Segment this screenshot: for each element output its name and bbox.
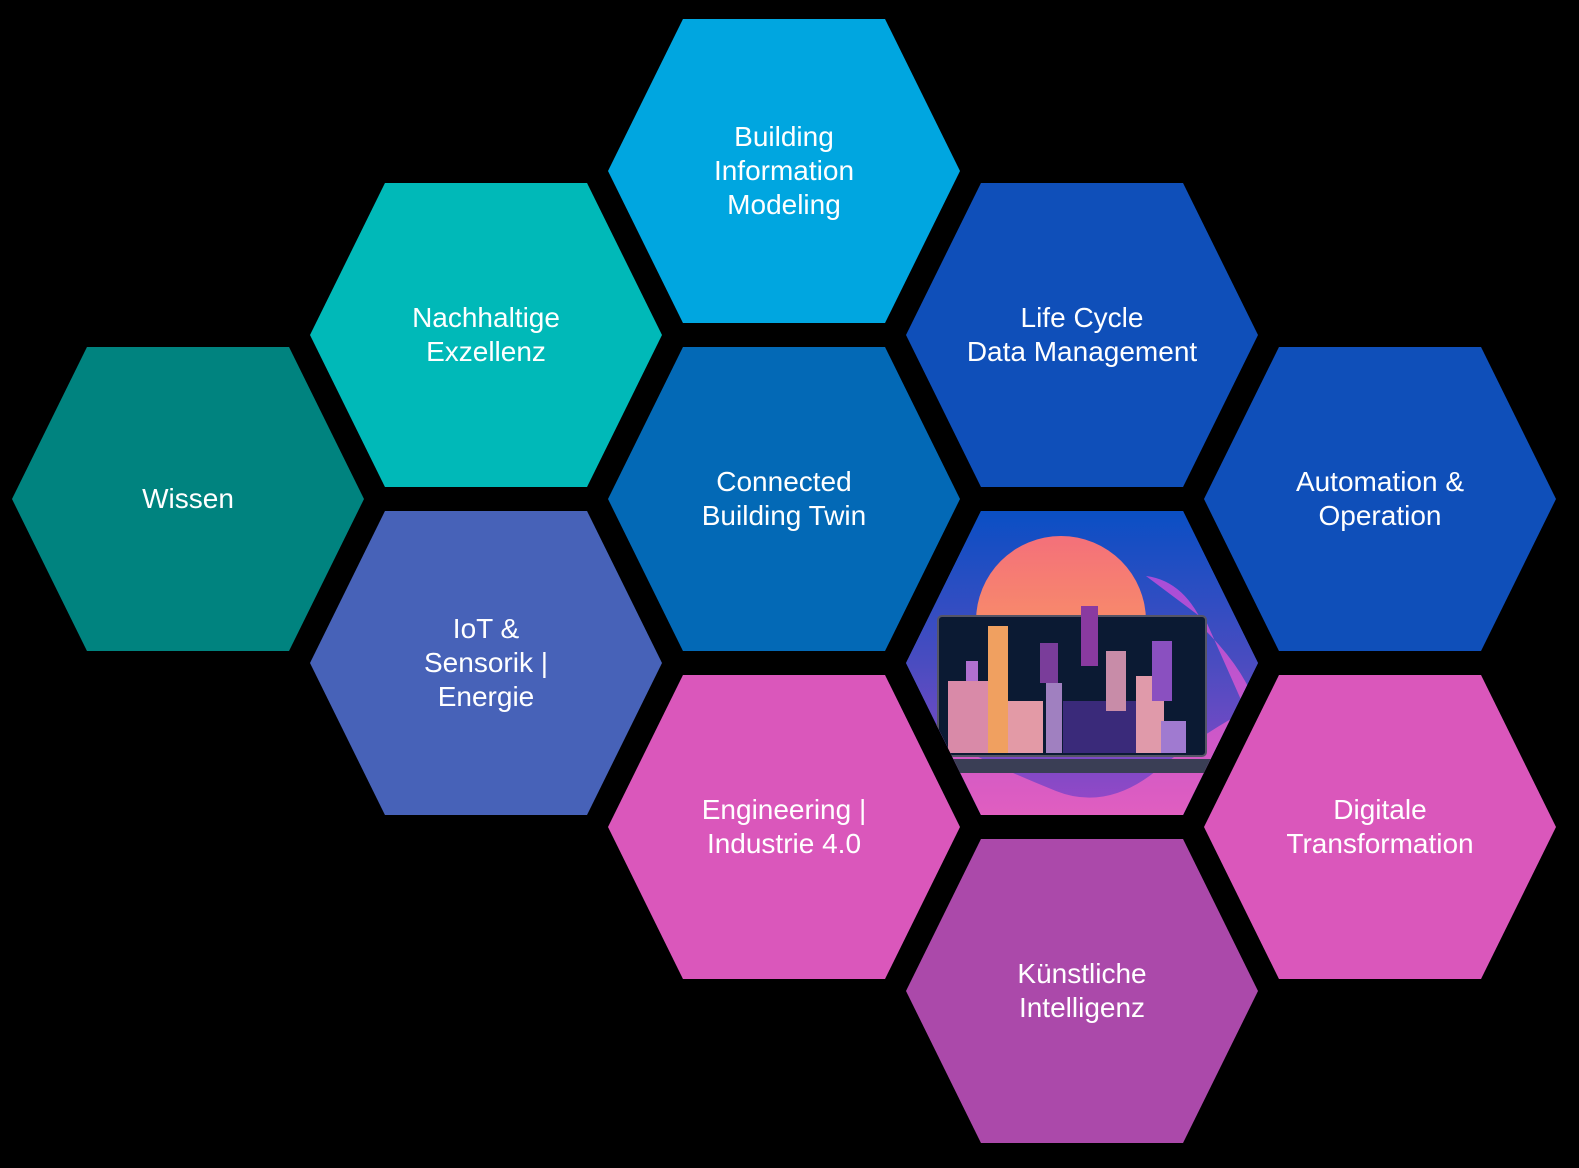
hex-digitale-transformation: Digitale Transformation	[1204, 675, 1556, 979]
hex-label: Engineering | Industrie 4.0	[701, 794, 867, 859]
hex-label: Life Cycle Data Management	[966, 302, 1198, 367]
hex-label: Nachhaltige Exzellenz	[412, 302, 560, 367]
hex-label: Künstliche Intelligenz	[1017, 958, 1147, 1023]
hex-engineering-industrie: Engineering | Industrie 4.0	[608, 675, 960, 979]
hex-city-illustration	[906, 511, 1258, 815]
hex-label: Building Information Modeling	[713, 121, 855, 220]
hex-automation-operation: Automation & Operation	[1204, 347, 1556, 651]
hex-iot-sensorik-energie: IoT & Sensorik | Energie	[310, 511, 662, 815]
buildings	[948, 606, 1186, 753]
hex-label: Automation & Operation	[1295, 466, 1465, 531]
hex-label: Digitale Transformation	[1286, 794, 1474, 859]
hex-label: Connected Building Twin	[701, 466, 867, 531]
city-laptop-illustration	[906, 511, 1258, 815]
hex-wissen: Wissen	[12, 347, 364, 651]
hex-building-information-modeling: Building Information Modeling	[608, 19, 960, 323]
hex-label: IoT & Sensorik | Energie	[424, 613, 548, 712]
hex-nachhaltige-exzellenz: Nachhaltige Exzellenz	[310, 183, 662, 487]
hex-label: Wissen	[142, 483, 234, 514]
hex-life-cycle-data-management: Life Cycle Data Management	[906, 183, 1258, 487]
hex-kuenstliche-intelligenz: Künstliche Intelligenz	[906, 839, 1258, 1143]
hex-connected-building-twin: Connected Building Twin	[608, 347, 960, 651]
